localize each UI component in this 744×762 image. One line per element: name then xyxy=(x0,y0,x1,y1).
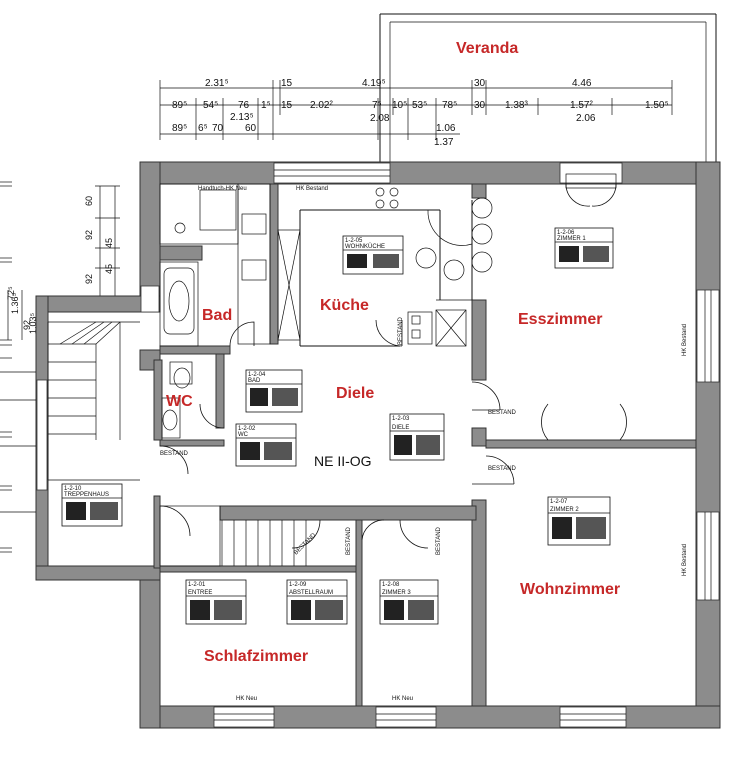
room-tag-name: WC xyxy=(238,432,249,438)
dim-text: 1.57² xyxy=(570,100,593,111)
room-tag-name: TREPPENHAUS xyxy=(64,492,109,498)
room-tag: 1-2-07 ZIMMER 2 xyxy=(547,496,611,546)
dim-text: 78⁵ xyxy=(442,100,457,111)
dimension-lines xyxy=(0,80,673,553)
veranda-outline xyxy=(379,13,717,166)
room-tag: 1-2-06 ZIMMER 1 xyxy=(554,227,614,269)
handtuch-label: Handtuch-HK Neu xyxy=(198,186,247,192)
dim-text: 60 xyxy=(245,123,257,134)
bestand-label: BESTAND xyxy=(488,410,517,416)
dim-text: 92 xyxy=(84,274,94,284)
level-label: NE II-OG xyxy=(314,453,372,469)
room-tag: 1-2-02 WC xyxy=(235,423,297,467)
dim-text: 2.13⁵ xyxy=(230,112,254,123)
dim-text: 1.37 xyxy=(434,137,454,148)
room-label-bad: Bad xyxy=(202,307,232,324)
room-label-wc: WC xyxy=(166,393,193,410)
room-tag-name: ZIMMER 3 xyxy=(382,590,411,596)
room-tag-name: ZIMMER 1 xyxy=(557,236,586,242)
dim-text: 4.19⁵ xyxy=(362,78,386,89)
dim-text: 6⁵ xyxy=(198,123,208,134)
dim-text: 30 xyxy=(474,78,486,89)
bestand-label: BESTAND xyxy=(160,451,189,457)
dim-text: 54⁵ xyxy=(203,100,218,111)
dim-text: 1.38³ xyxy=(505,100,528,111)
room-tag-name: ENTREE xyxy=(188,590,212,596)
dim-text: 45 xyxy=(104,238,114,248)
dim-text: 70 xyxy=(212,123,224,134)
room-tag: 1-2-01 ENTREE xyxy=(185,579,247,625)
dim-text: 89⁵ xyxy=(172,123,187,134)
dim-text: 30 xyxy=(474,100,486,111)
room-tag-name: BAD xyxy=(248,378,261,384)
room-tag: 1-2-05 WOHNKÜCHE xyxy=(342,235,404,275)
room-tag-id: 1-2-03 xyxy=(392,416,410,422)
room-tag-id: 1-2-01 xyxy=(188,582,206,588)
room-label-esszimmer: Esszimmer xyxy=(518,311,603,328)
room-tag-name: ZIMMER 2 xyxy=(550,507,579,513)
hk-neu-label: HK Neu xyxy=(236,696,257,702)
room-tag: 1-2-08 ZIMMER 3 xyxy=(379,579,439,625)
dim-text: 15 xyxy=(281,78,293,89)
hk-neu-label: HK Neu xyxy=(392,696,413,702)
room-tag-name: DIELE xyxy=(392,425,409,431)
bestand-label: BESTAND xyxy=(346,526,352,555)
room-tag-id: 1-2-04 xyxy=(248,372,266,378)
room-tag-id: 1-2-07 xyxy=(550,499,568,505)
bestand-label: BESTAND xyxy=(488,466,517,472)
hk-bestand-label: HK Bestand xyxy=(682,544,688,576)
dim-text: 89⁵ xyxy=(172,100,187,111)
dim-text: 76 xyxy=(238,100,250,111)
dimension-labels: 2.31⁵ 15 4.19⁵ 30 4.46 89⁵ 54⁵ 76 1⁵ 15 … xyxy=(6,78,669,334)
dim-text: 72⁵ xyxy=(6,286,16,300)
room-tag: 1-2-09 ABSTELLRAUM xyxy=(286,579,348,625)
bestand-label: BESTAND xyxy=(398,316,404,345)
dim-text: 1.03⁵ xyxy=(28,312,38,334)
dim-text: 92 xyxy=(84,230,94,240)
room-tag-id: 1-2-08 xyxy=(382,582,400,588)
room-tag-id: 1-2-06 xyxy=(557,230,575,236)
bestand-label: BESTAND xyxy=(436,526,442,555)
room-tag: 1-2-03 DIELE xyxy=(389,413,445,461)
dim-text: 2.08 xyxy=(370,113,390,124)
dim-text: 1.06 xyxy=(436,123,456,134)
room-tag-id: 1-2-02 xyxy=(238,426,256,432)
interior-lines xyxy=(0,173,617,567)
bestand-label: BESTAND xyxy=(293,532,317,556)
dim-text: 1.50⁵ xyxy=(645,100,669,111)
room-label-diele: Diele xyxy=(336,385,374,402)
dim-text: 53⁵ xyxy=(412,100,427,111)
dim-text: 45 xyxy=(104,264,114,274)
room-tag: 1-2-10 TREPPENHAUS xyxy=(61,483,123,527)
hk-bestand-label: HK Bestand xyxy=(296,186,328,192)
dim-text: 60 xyxy=(84,196,94,206)
dim-text: 2.06 xyxy=(576,113,596,124)
dim-text: 2.31⁵ xyxy=(205,78,229,89)
dim-text: 7⁵ xyxy=(372,100,382,111)
room-label-schlafzimmer: Schlafzimmer xyxy=(204,648,308,665)
room-label-veranda: Veranda xyxy=(456,40,518,57)
dim-text: 4.46 xyxy=(572,78,592,89)
room-label-wohnzimmer: Wohnzimmer xyxy=(520,581,620,598)
doors xyxy=(159,319,627,549)
dim-text: 2.02² xyxy=(310,100,333,111)
room-tag-name: ABSTELLRAUM xyxy=(289,590,333,596)
room-labels: Veranda Küche Esszimmer Bad Diele WC Woh… xyxy=(166,40,620,665)
windows xyxy=(36,162,720,728)
room-tags: 1-2-05 WOHNKÜCHE 1-2-06 ZIMMER 1 1-2-04 … xyxy=(61,227,614,625)
room-tag: 1-2-04 BAD xyxy=(245,369,303,413)
interior-walls xyxy=(153,183,697,707)
room-tag-id: 1-2-10 xyxy=(64,486,82,492)
dim-text: 10⁵ xyxy=(392,100,407,111)
dim-text: 1⁵ xyxy=(261,100,271,111)
room-tag-id: 1-2-09 xyxy=(289,582,307,588)
dim-text: 92 xyxy=(22,320,32,330)
room-tag-name: WOHNKÜCHE xyxy=(345,243,385,250)
dim-text: 15 xyxy=(281,100,293,111)
hk-bestand-label: HK Bestand xyxy=(682,324,688,356)
room-label-kueche: Küche xyxy=(320,297,369,314)
dim-text: 1.36⁵ xyxy=(10,292,20,314)
room-tag-id: 1-2-05 xyxy=(345,238,363,244)
